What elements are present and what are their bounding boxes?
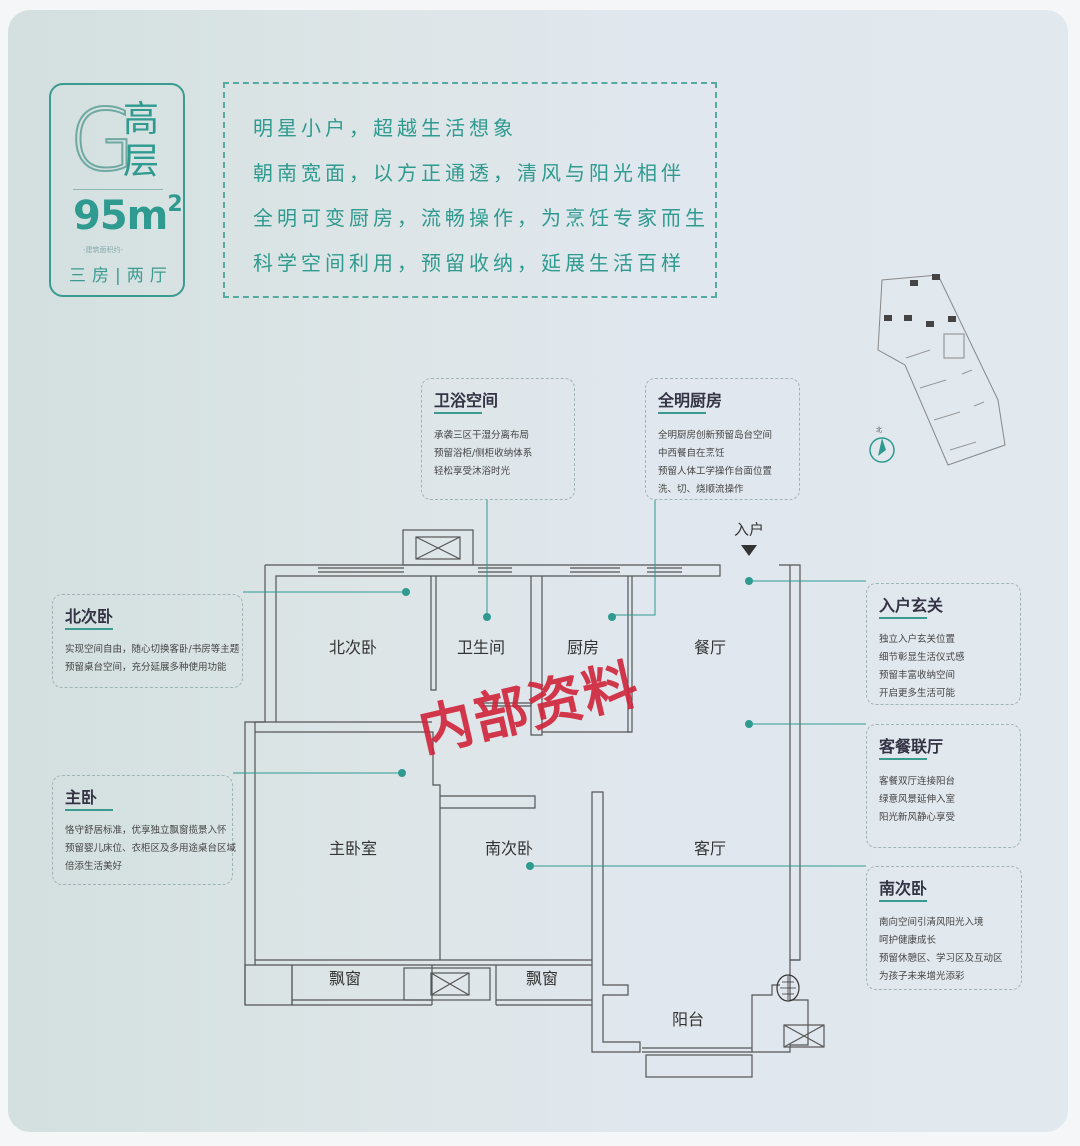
ac-unit-icon: [776, 974, 800, 1002]
callout-north-bedroom: 北次卧 实现空间自由，随心切换客卧/书房等主题 预留桌台空间，充分延展多种使用功…: [52, 594, 243, 688]
callout-title: 入户玄关: [879, 596, 944, 615]
north-bedroom-marker: [402, 588, 410, 596]
callout-line: 预留休憩区、学习区及互动区: [879, 953, 1003, 964]
room-living: 客厅: [693, 839, 727, 858]
callout-master-bedroom: 主卧 恪守舒居标准，优享独立飘窗揽景入怀 预留婴儿床位、衣柜区及多用途桌台区域 …: [52, 775, 237, 885]
callout-line: 南向空间引清风阳光入境: [879, 917, 984, 928]
callout-line: 轻松享受沐浴时光: [434, 466, 511, 477]
callout-line: 实现空间自由，随心切换客卧/书房等主题: [65, 644, 240, 655]
callout-line: 呵护健康成长: [879, 935, 937, 946]
room-north-bedroom: 北次卧: [328, 638, 378, 657]
callout-title: 南次卧: [879, 879, 928, 898]
room-bay-window-2: 飘窗: [525, 969, 559, 988]
callout-line: 为孩子未来增光添彩: [879, 971, 965, 982]
callout-line: 预留桌台空间，充分延展多种使用功能: [65, 662, 227, 673]
room-bathroom: 卫生间: [456, 638, 506, 657]
site-plan-map: [869, 274, 1006, 466]
callout-line: 洗、切、烧顺流操作: [658, 484, 744, 495]
callout-line: 阳光新风静心享受: [879, 812, 956, 823]
slogan-box: 明星小户，超越生活想象 朝南宽面，以方正通透，清风与阳光相伴 全明可变厨房，流畅…: [223, 82, 717, 298]
callout-title: 全明厨房: [658, 391, 723, 410]
type-letter: G: [68, 91, 137, 191]
callout-line: 绿意风景延伸入室: [879, 794, 956, 805]
kitchen-marker: [608, 613, 616, 621]
slogan-line: 明星小户，超越生活想象: [253, 116, 517, 140]
callout-title: 北次卧: [65, 607, 114, 626]
callout-line: 倍添生活美好: [65, 861, 123, 872]
callout-south-bedroom: 南次卧 南向空间引清风阳光入境 呵护健康成长 预留休憩区、学习区及互动区 为孩子…: [866, 866, 1022, 990]
callout-bathroom: 卫浴空间 承袭三区干湿分离布局 预留浴柜/侧柜收纳体系 轻松享受沐浴时光: [421, 378, 575, 500]
entrance-arrow-icon: [741, 545, 757, 556]
badge-divider: [73, 189, 163, 190]
north-label: 北: [876, 427, 883, 434]
callout-title: 主卧: [65, 788, 98, 807]
callout-line: 独立入户玄关位置: [879, 634, 956, 645]
callout-line: 承袭三区干湿分离布局: [434, 430, 530, 441]
callout-line: 预留丰富收纳空间: [879, 670, 956, 681]
room-kitchen: 厨房: [566, 638, 600, 657]
slogan-line: 全明可变厨房，流畅操作，为烹饪专家而生: [253, 206, 709, 230]
area-note: -建筑面积约-: [83, 246, 124, 254]
unit-layout: 三房|两厅: [69, 266, 173, 286]
callout-line: 全明厨房创新预留岛台空间: [658, 430, 773, 441]
callout-title: 卫浴空间: [434, 391, 499, 410]
callout-kitchen: 全明厨房 全明厨房创新预留岛台空间 中西餐自在烹饪 预留人体工学操作台面位置 洗…: [645, 378, 800, 500]
south-bedroom-marker: [526, 862, 534, 870]
room-bay-window-1: 飘窗: [328, 969, 362, 988]
slogan-line: 科学空间利用，预留收纳，延展生活百样: [253, 251, 685, 275]
entrance-label: 入户: [733, 520, 765, 539]
bathroom-marker: [483, 613, 491, 621]
building-type: 高层: [123, 99, 160, 182]
callout-line: 恪守舒居标准，优享独立飘窗揽景入怀: [65, 825, 227, 836]
room-balcony: 阳台: [671, 1010, 705, 1029]
entrance-marker: [745, 577, 753, 585]
unit-type-badge: G 高层 95m2 -建筑面积约- 三房|两厅: [49, 83, 185, 297]
slogan-line: 朝南宽面，以方正通透，清风与阳光相伴: [253, 161, 685, 185]
living-dining-marker: [745, 720, 753, 728]
unit-area: 95m2: [73, 191, 183, 239]
callout-entrance: 入户玄关 独立入户玄关位置 细节彰显生活仪式感 预留丰富收纳空间 开启更多生活可…: [866, 583, 1021, 705]
compass-icon: [869, 437, 895, 463]
callout-line: 中西餐自在烹饪: [658, 448, 725, 459]
callout-line: 预留浴柜/侧柜收纳体系: [434, 448, 533, 459]
callout-living-dining: 客餐联厅 客餐双厅连接阳台 绿意风景延伸入室 阳光新风静心享受: [866, 724, 1021, 848]
callout-line: 预留婴儿床位、衣柜区及多用途桌台区域: [65, 843, 237, 854]
callout-line: 预留人体工学操作台面位置: [658, 466, 773, 477]
callout-title: 客餐联厅: [879, 737, 944, 756]
room-master-bedroom: 主卧室: [328, 839, 378, 858]
master-bedroom-marker: [398, 769, 406, 777]
room-dining: 餐厅: [693, 638, 727, 657]
callout-line: 细节彰显生活仪式感: [879, 652, 965, 663]
room-south-bedroom: 南次卧: [484, 839, 534, 858]
callout-line: 客餐双厅连接阳台: [879, 776, 956, 787]
callout-line: 开启更多生活可能: [879, 688, 956, 699]
